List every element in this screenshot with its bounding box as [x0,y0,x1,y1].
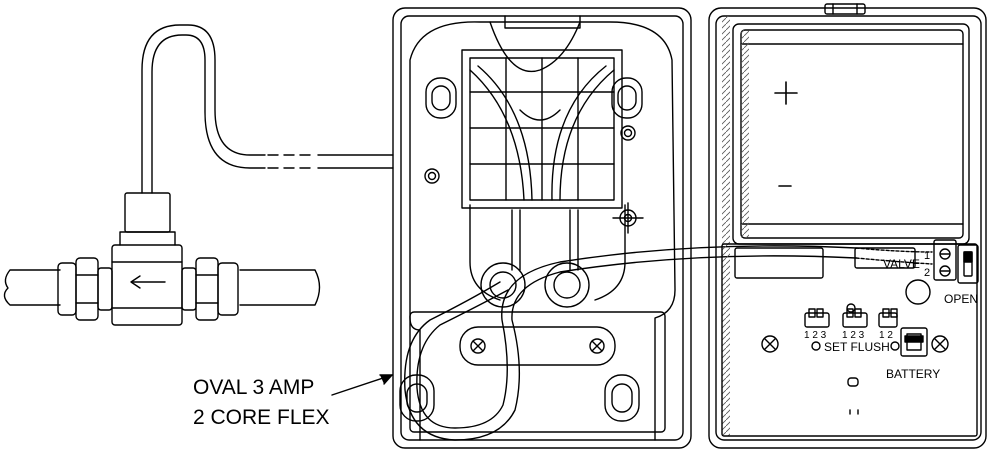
solenoid-head [119,192,176,246]
jumper-block-1 [804,308,830,328]
control-unit-front [708,3,987,449]
open-switch[interactable] [957,244,979,284]
screw-boss [620,125,636,141]
jumper3-numbers: 1 2 [879,330,893,341]
mounting-hole-top-left [425,77,457,119]
solenoid-valve-assembly [3,192,321,326]
mounting-hole-bottom-right [604,374,640,422]
compression-nut-right [181,257,239,321]
jumper1-numbers: 1 2 3 [804,330,827,341]
pipe-left [3,269,61,306]
label-leader-line [331,374,393,396]
set-flush-label: SET FLUSH [824,340,890,354]
set-flush-pot-right [890,341,900,351]
cable-grommet-right [544,262,590,308]
valve-wire-ends [855,247,933,265]
compression-nut-left [57,257,113,321]
open-label: OPEN [944,292,978,306]
mounting-bracket-grid [461,49,623,209]
battery-connector [900,327,928,357]
jumper-block-2 [842,303,868,328]
mounting-hole-top-right [611,77,643,119]
board-screw-left [761,335,779,353]
pipe-right [239,269,321,306]
plus-icon [774,81,798,105]
valve-terminal-1-label: 1 [924,250,930,262]
screw-boss [424,168,440,184]
sensor-housing-rear [392,7,692,449]
battery-pack [732,23,970,245]
solenoid-cable [141,24,394,194]
jumper-block-3 [878,308,898,328]
battery-label: BATTERY [886,367,940,381]
valve-body [111,244,183,326]
valve-terminal-block [933,239,957,281]
valve-terminal-2-label: 2 [924,267,930,279]
set-flush-pot-left [811,341,821,351]
flow-arrow-icon [130,275,166,289]
cable-label-line1: OVAL 3 AMP [193,376,314,399]
screw-boss-crosshair [612,202,644,234]
cable-label-line2: 2 CORE FLEX [193,406,330,429]
jumper2-numbers: 1 2 3 [842,330,865,341]
led-indicator [847,377,859,387]
board-screw-right [931,335,949,353]
cable-clamp [459,326,616,366]
sensor-lens [905,279,931,305]
valve-label: VALVE [883,257,920,271]
flex-cable-loop [404,245,857,441]
